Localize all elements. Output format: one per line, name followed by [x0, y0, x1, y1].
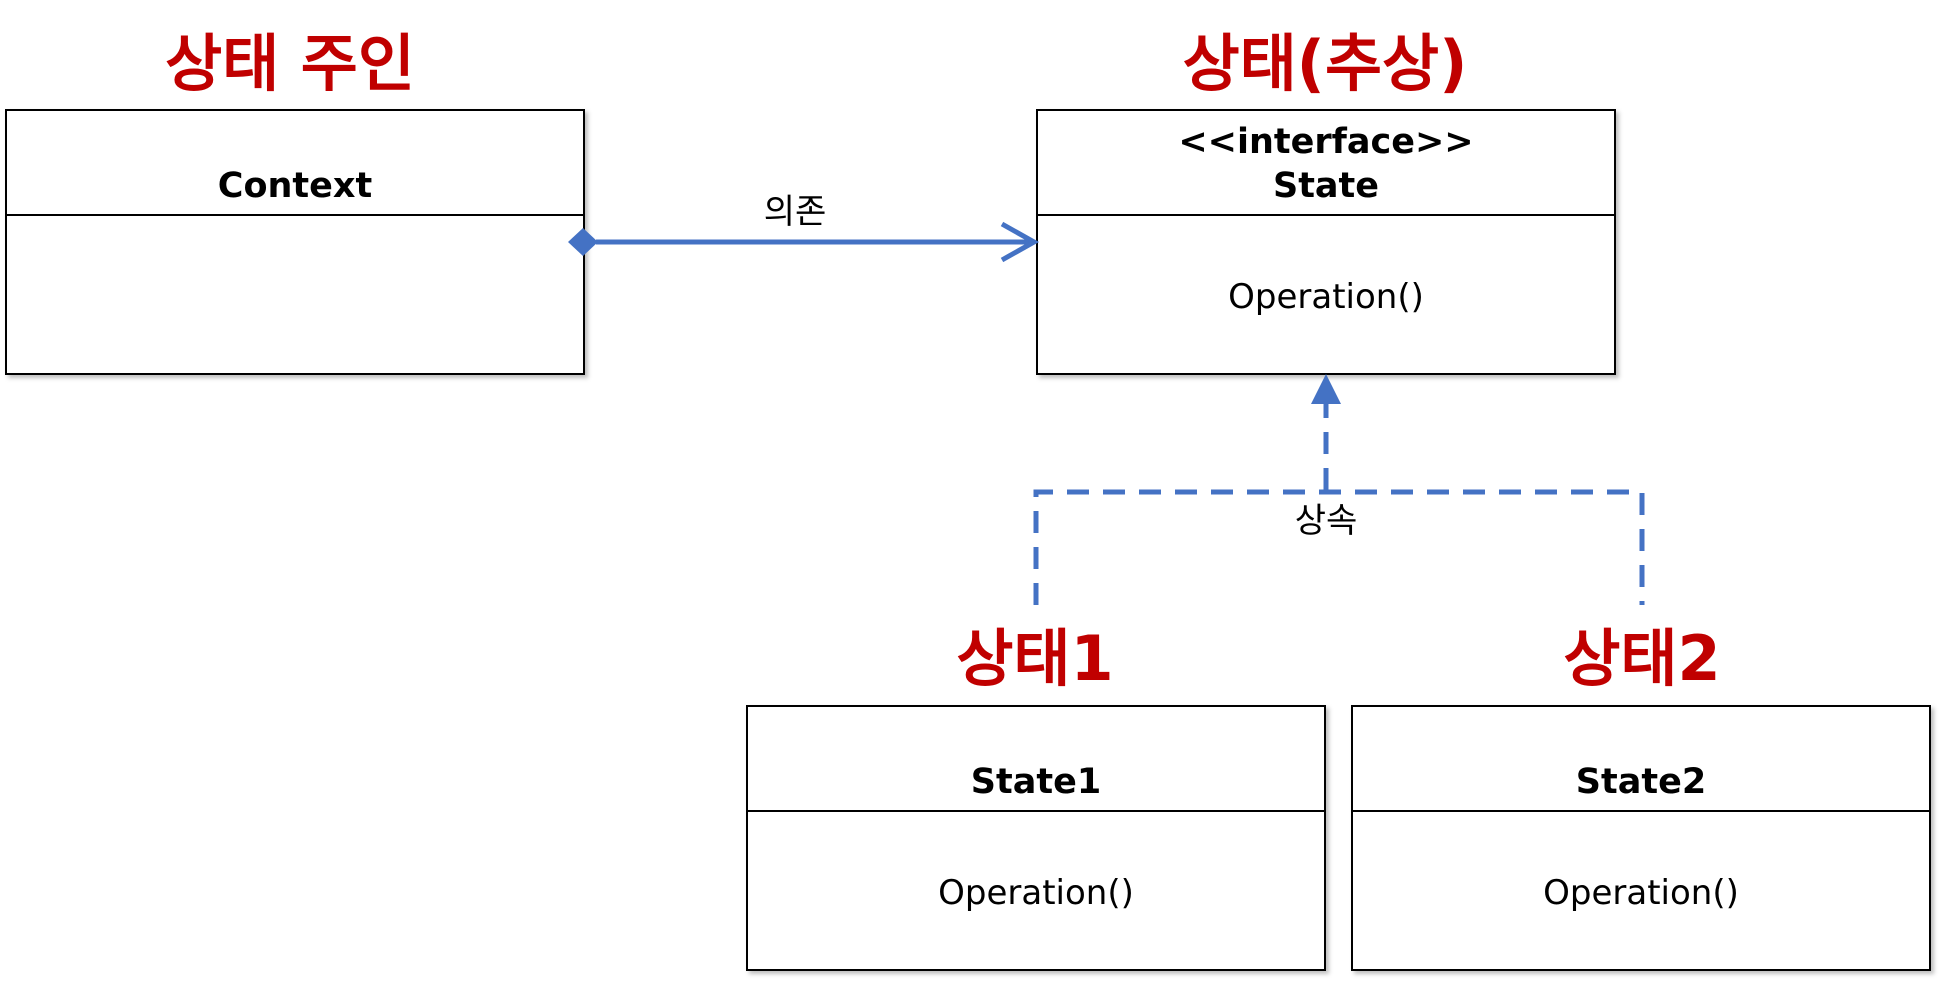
heading-state2: 상태2 — [1563, 622, 1720, 695]
class-context-name: Context — [218, 166, 372, 206]
class-state1 — [746, 705, 1326, 971]
class-state-name: State — [1273, 166, 1379, 206]
inheritance-arrowhead-icon — [1311, 374, 1341, 404]
heading-state1: 상태1 — [956, 622, 1113, 695]
class-state-stereotype: <<interface>> — [1178, 122, 1473, 162]
inheritance-label: 상속 — [1295, 501, 1358, 541]
open-arrowhead-icon — [1000, 221, 1040, 263]
heading-context-owner: 상태 주인 — [165, 27, 415, 100]
heading-state-abstract: 상태(추상) — [1183, 27, 1468, 100]
aggregation-diamond-icon — [568, 228, 598, 256]
class-state-operation: Operation() — [1228, 277, 1424, 317]
class-state2-operation: Operation() — [1543, 873, 1739, 913]
class-state1-name: State1 — [971, 762, 1101, 802]
class-state2-name: State2 — [1576, 762, 1706, 802]
class-context — [5, 109, 585, 375]
class-state2 — [1351, 705, 1931, 971]
inheritance-connector — [1033, 404, 1645, 605]
class-state1-operation: Operation() — [938, 873, 1134, 913]
dependency-label: 의존 — [764, 192, 827, 232]
dependency-arrow — [568, 221, 1040, 263]
